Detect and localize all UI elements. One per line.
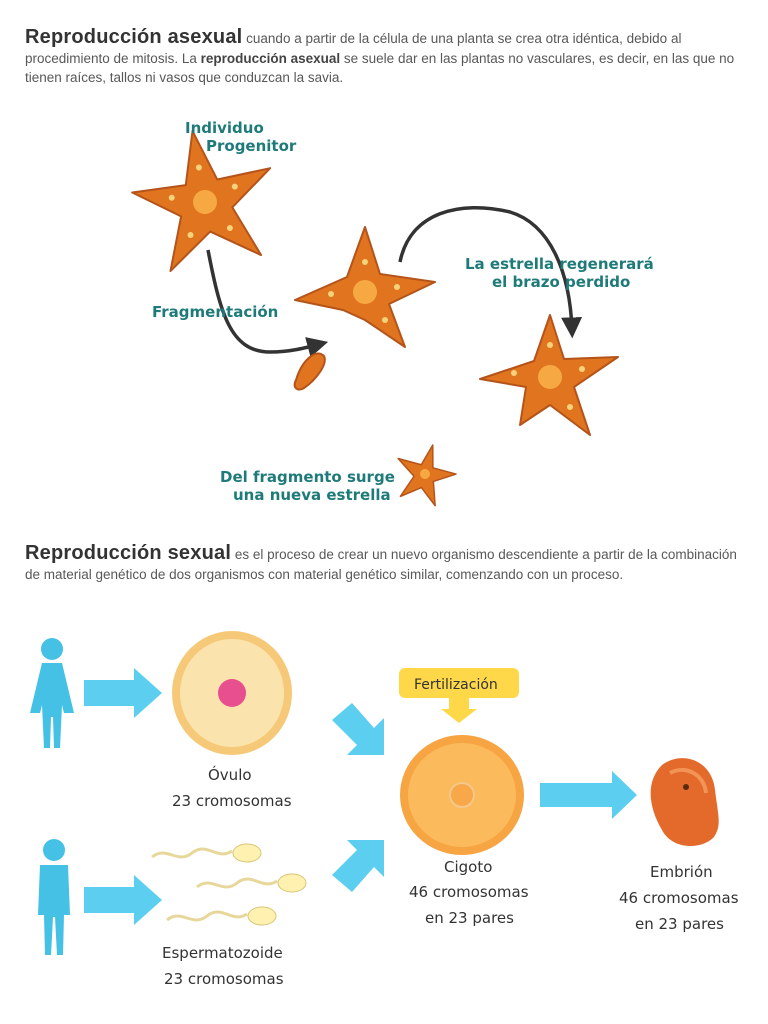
fertilization-figure: Óvulo 23 cromosomas Espermatozoide 23 cr… <box>30 631 739 988</box>
embryo-label-3: en 23 pares <box>635 915 724 933</box>
arrow-woman-to-ovum <box>84 668 162 718</box>
progenitor-starfish-icon <box>131 130 272 273</box>
sperm-label-1: Espermatozoide <box>162 944 283 962</box>
sperm-icon <box>151 843 307 926</box>
ovum-label-1: Óvulo <box>208 765 252 784</box>
woman-icon <box>30 638 74 748</box>
sexual-text: es el proceso de crear un nuevo organism… <box>25 547 737 582</box>
arrow-ovum-to-zygote <box>332 703 384 755</box>
fertilization-label: Fertilización <box>414 677 498 693</box>
sexual-paragraph: Reproducción sexual es el proceso de cre… <box>25 542 750 584</box>
asexual-text-1: cuando a partir de la célula de una plan… <box>25 31 682 66</box>
zygote-label-2: 46 cromosomas <box>409 883 529 901</box>
label-regen-1: La estrella regenerará <box>465 255 654 273</box>
fertilization-badge <box>399 668 519 723</box>
asexual-bold: reproducción asexual <box>200 50 341 66</box>
arrow-regeneration <box>398 205 583 339</box>
arrow-man-to-sperm <box>84 875 162 925</box>
fragmented-starfish-icon <box>294 226 436 348</box>
zygote-icon <box>400 735 524 855</box>
asexual-paragraph: Reproducción asexual cuando a partir de … <box>25 26 750 88</box>
label-new-1: Del fragmento surge <box>220 468 395 486</box>
asexual-text-2: se suele dar en las plantas no vasculare… <box>25 50 735 86</box>
embryo-icon <box>650 758 719 847</box>
label-new-2: una nueva estrella <box>233 486 391 504</box>
ovum-icon <box>172 631 292 755</box>
sperm-label-2: 23 cromosomas <box>164 970 284 988</box>
asexual-title: Reproducción asexual <box>25 26 243 48</box>
new-starfish-icon <box>397 444 457 507</box>
label-progenitor-1: Individuo <box>185 119 264 137</box>
embryo-label-2: 46 cromosomas <box>619 889 739 907</box>
ovum-label-2: 23 cromosomas <box>172 792 292 810</box>
sexual-title: Reproducción sexual <box>25 542 232 564</box>
arrow-sperm-to-zygote <box>332 840 384 892</box>
fragment-icon <box>293 352 326 391</box>
arrow-zygote-to-embryo <box>540 771 637 819</box>
label-fragmentation: Fragmentación <box>152 303 278 321</box>
zygote-label-3: en 23 pares <box>425 909 514 927</box>
embryo-label-1: Embrión <box>650 863 713 881</box>
label-regen-2: el brazo perdido <box>492 273 630 291</box>
regenerating-starfish-icon <box>479 314 619 436</box>
label-progenitor-2: Progenitor <box>206 137 297 155</box>
arrow-fragmentation <box>206 249 329 358</box>
starfish-figure: Individuo Progenitor Fragmentación La es… <box>131 119 654 507</box>
zygote-label-1: Cigoto <box>444 858 492 876</box>
man-icon <box>38 839 70 955</box>
